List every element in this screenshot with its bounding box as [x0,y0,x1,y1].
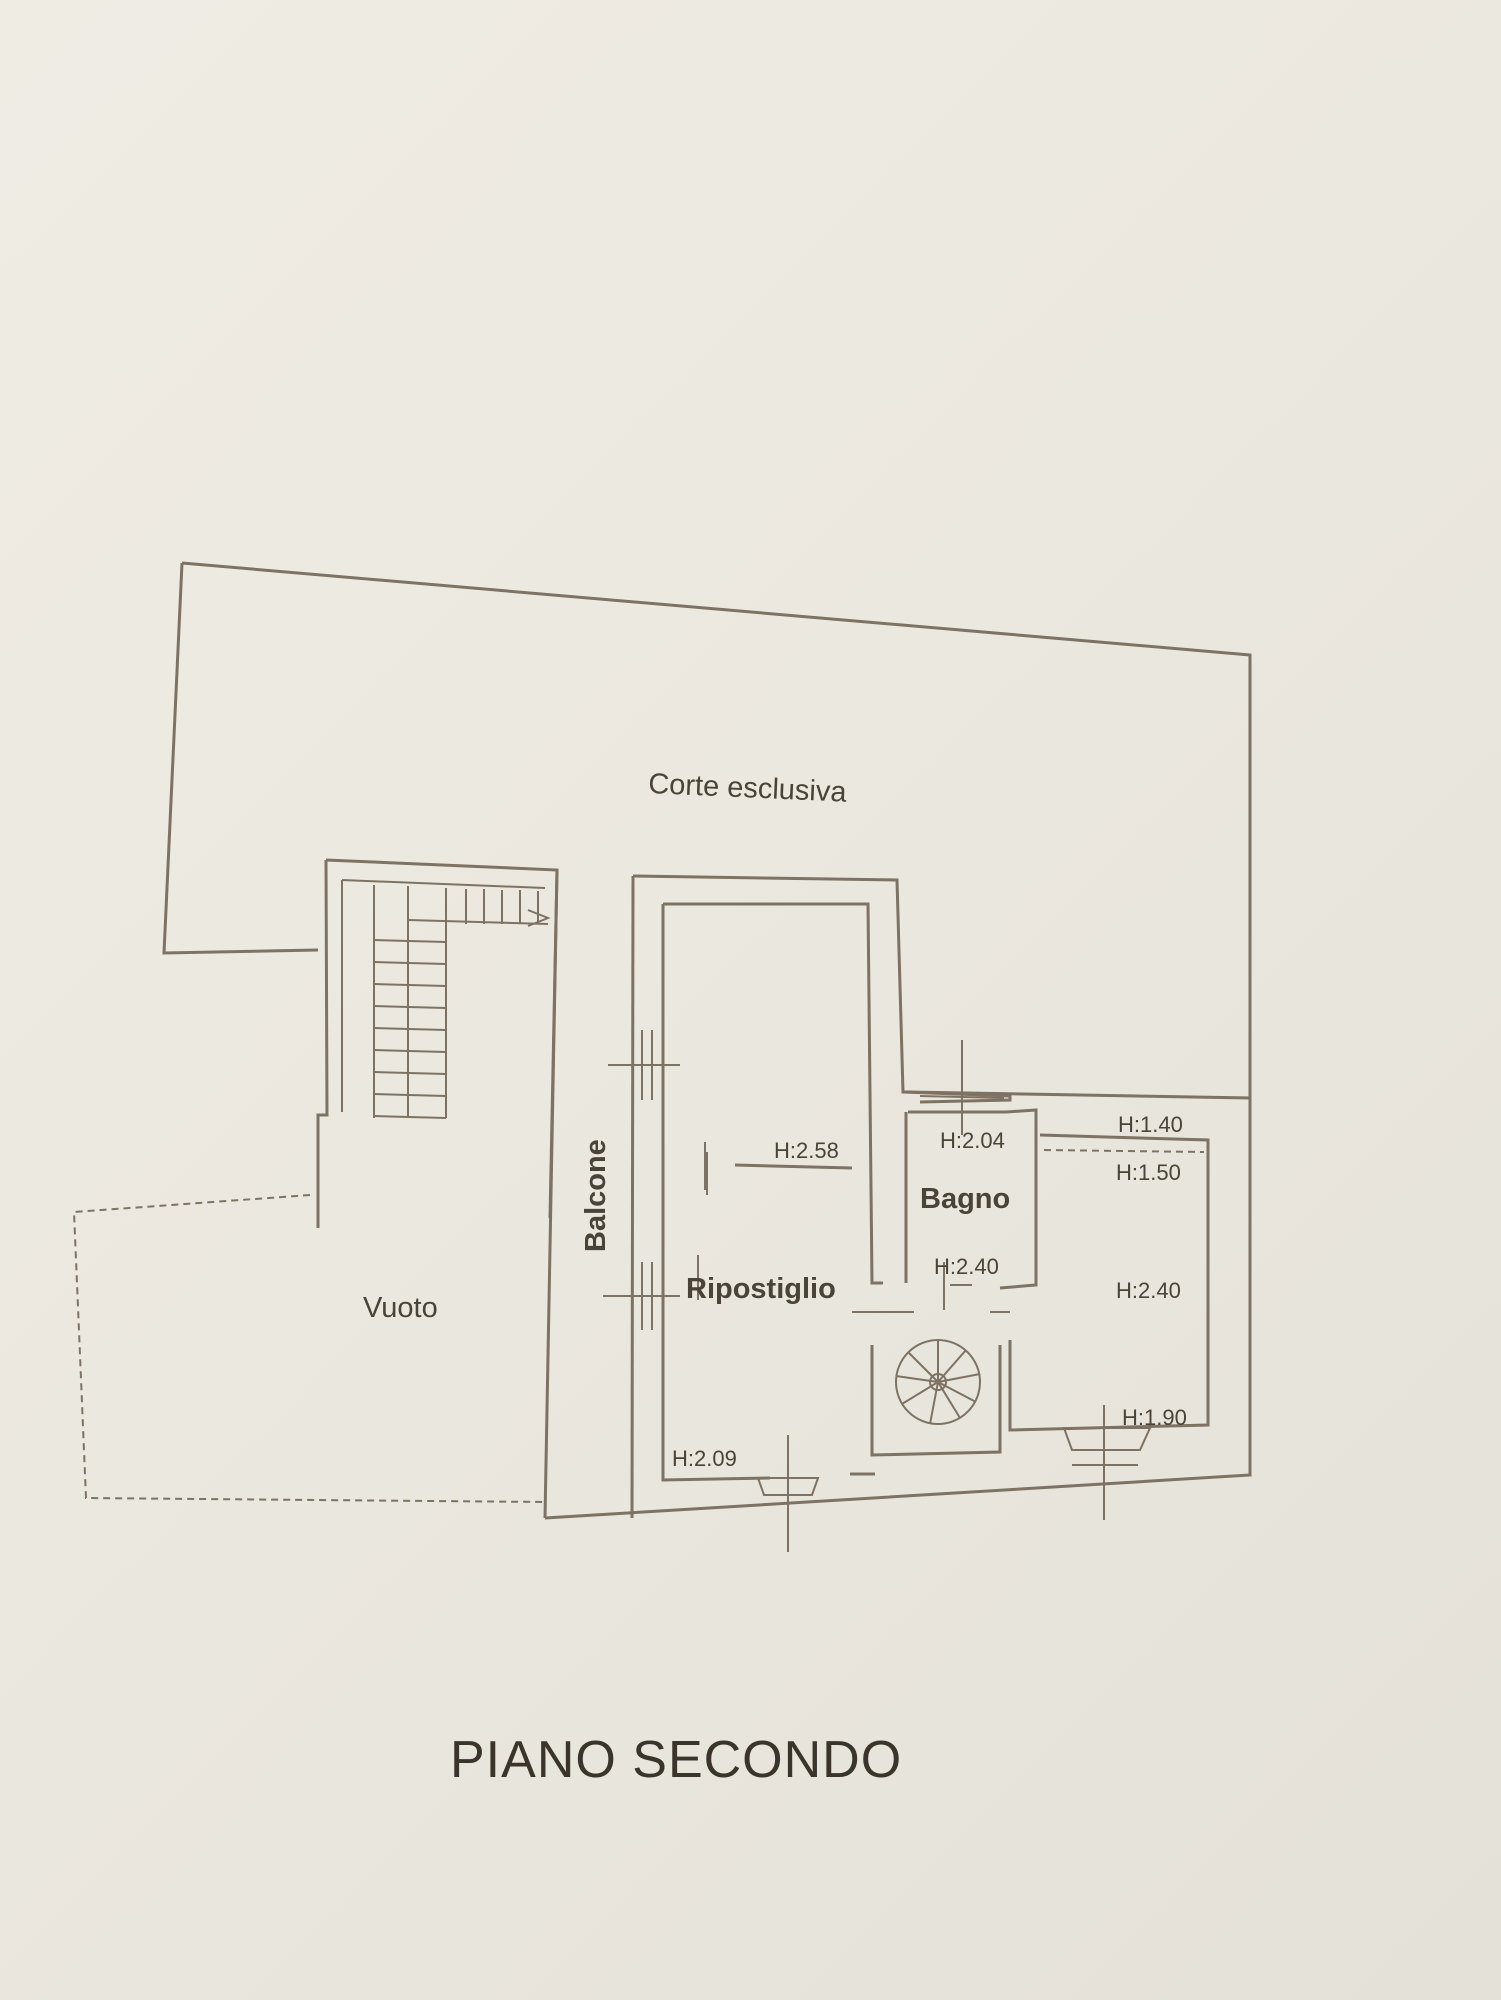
vuoto-area [72,1194,546,1503]
height-label-140: H:1.40 [1118,1112,1183,1137]
ripostiglio-label: Ripostiglio [686,1273,836,1305]
height-label-240-right: H:2.40 [1116,1278,1181,1303]
height-label-258: H:2.58 [774,1138,839,1163]
straight-staircase [316,858,559,1228]
height-label-190: H:1.90 [1122,1405,1187,1430]
right-room [1008,1133,1210,1520]
vuoto-label: Vuoto [363,1292,438,1324]
height-label-204: H:2.04 [940,1128,1005,1153]
bagno-room [852,1040,1038,1313]
corte-esclusiva-area [162,561,1252,1098]
ripostiglio-room [603,874,908,1552]
floor-title: PIANO SECONDO [450,1731,902,1789]
height-label-240-bagno: H:2.40 [934,1254,999,1279]
spiral-staircase [870,1339,1002,1457]
balcone-label: Balcone [580,1139,612,1252]
corte-esclusiva-label: Corte esclusiva [648,768,848,809]
height-label-150: H:1.50 [1116,1160,1181,1185]
balcone-area [543,869,1252,1520]
bagno-label: Bagno [920,1183,1010,1215]
height-label-209: H:2.09 [672,1446,737,1471]
